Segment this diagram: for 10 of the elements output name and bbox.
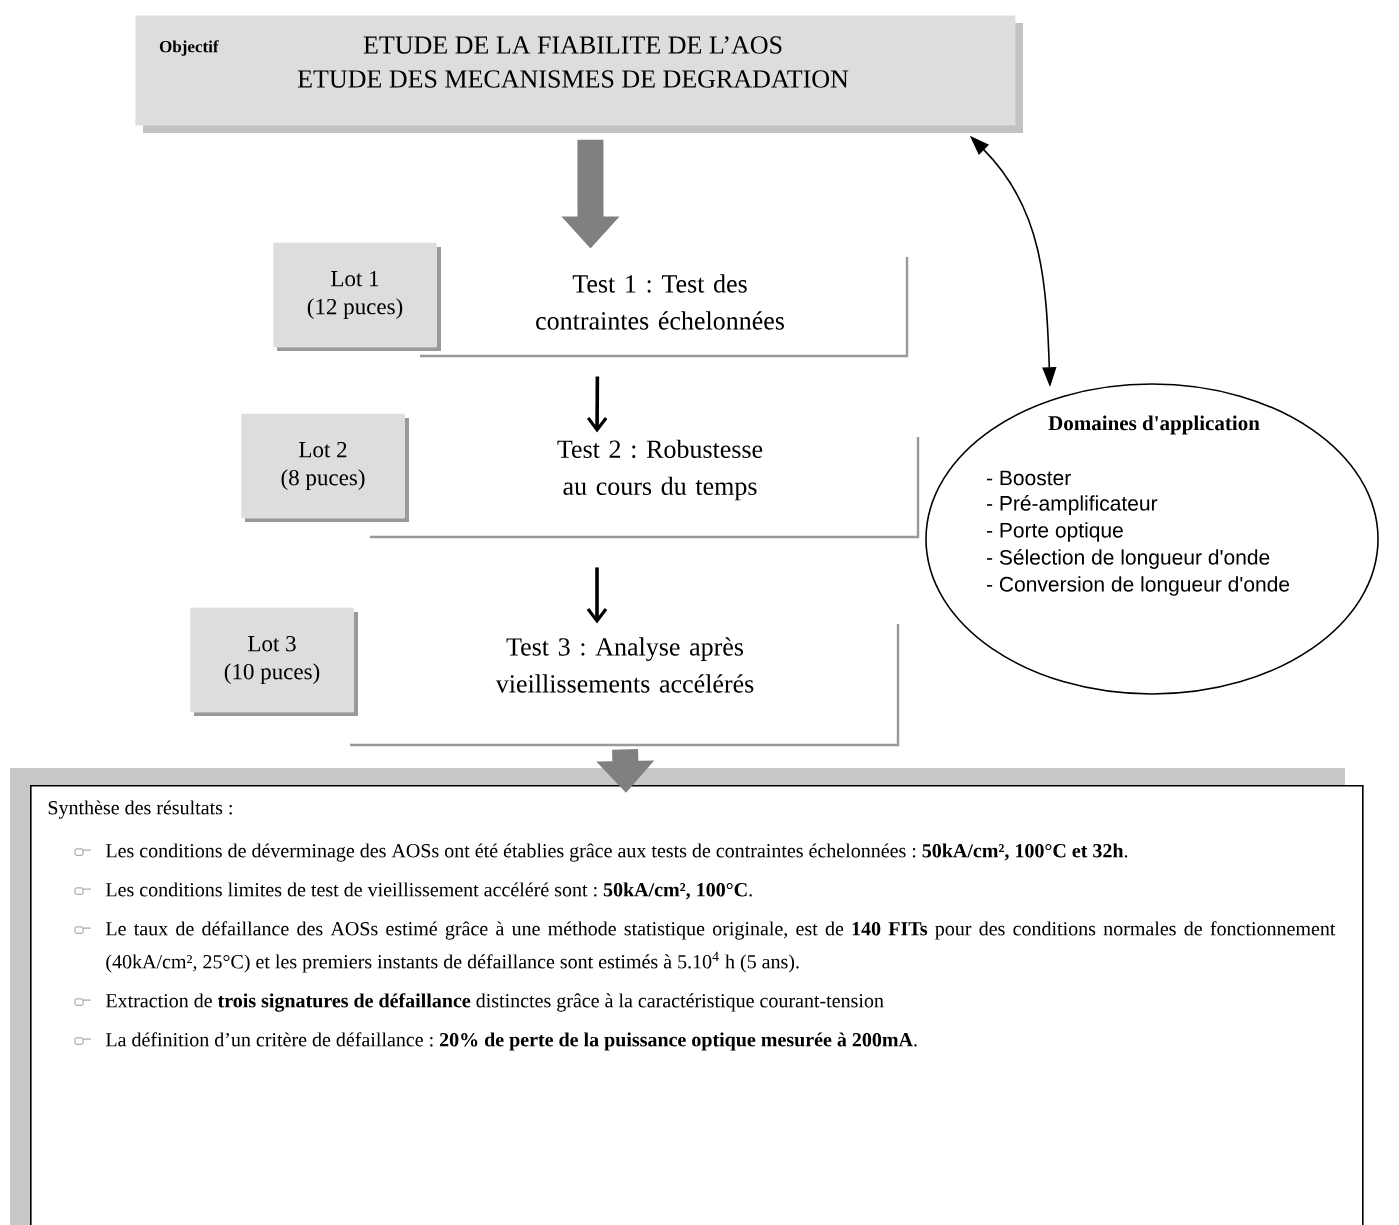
test-box: Test 2 : Robustesse au cours du temps [370, 437, 920, 539]
lot-box: Lot 2 (8 puces) [241, 413, 409, 522]
results-box: Synthèse des résultats : Les conditions de déverminage des AOSs ont été établies grâce aux tests de contraintes échelonnées : 50kA/cm², 100°C et 32h. Les conditions limites de test de vieillissement accéléré sont : 50kA/cm², 100°C. Le taux de défaillance des AOSs estimé grâce à une méthode statistique originale, est de 140 FITs pour des conditions normales de fonctionnement (40kA/cm², 25°C) et les premiers instants de défaillance sont estimés à 5.10$^{4}$ h (5 ans). Extraction de trois signatures de défaillance distinctes grâce à la caractéristique courant-tension La définition d’un critère de défaillance : 20% de perte de la puissance optique mesurée à 200mA. [30, 785, 1364, 1225]
arrow [586, 376, 608, 433]
test-box: Test 3 : Analyse après vieillissements accélérés [350, 624, 900, 747]
test-box: Test 1 : Test des contraintes échelonnées [420, 257, 909, 358]
arrow [586, 567, 608, 624]
objective-banner: Objectif ETUDE DE LA FIABILITE DE L’AOS ETUDE DES MECANISMES DE DEGRADATION [135, 15, 1023, 133]
lot-box: Lot 1 (12 puces) [273, 242, 441, 351]
lot-box: Lot 3 (10 puces) [190, 607, 358, 716]
